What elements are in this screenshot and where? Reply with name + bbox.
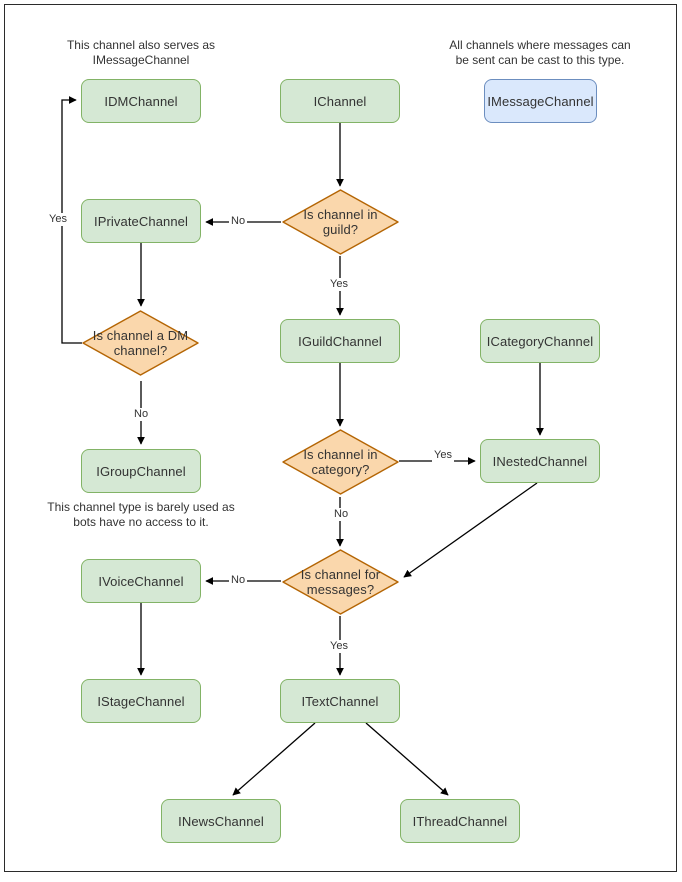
node-imessage-channel[interactable]: IMessageChannel xyxy=(484,79,597,123)
node-istage-channel[interactable]: IStageChannel xyxy=(81,679,201,723)
edge-label-guild-no: No xyxy=(229,215,248,228)
edge-itext-to-ithread xyxy=(365,722,449,796)
node-decision-is-channel-a-dm-channel[interactable]: Is channel a DM channel? xyxy=(82,310,199,376)
node-iprivate-channel[interactable]: IPrivateChannel xyxy=(81,199,201,243)
node-inews-channel[interactable]: INewsChannel xyxy=(161,799,281,843)
diamond-shape xyxy=(282,429,399,495)
node-idm-channel[interactable]: IDMChannel xyxy=(81,79,201,123)
edge-inested-to-messages-decision xyxy=(403,482,538,578)
note-idm-channel: This channel also serves as IMessageChan… xyxy=(66,38,216,67)
edge-label-dm-no: No xyxy=(132,408,151,421)
node-decision-is-channel-in-category[interactable]: Is channel in category? xyxy=(282,429,399,495)
diamond-shape xyxy=(282,189,399,255)
note-group-channel: This channel type is barely used as bots… xyxy=(47,500,235,529)
node-icategory-channel[interactable]: ICategoryChannel xyxy=(480,319,600,363)
node-ichannel[interactable]: IChannel xyxy=(280,79,400,123)
edge-itext-to-inews xyxy=(232,722,316,796)
decision-label: Is channel in category? xyxy=(303,447,378,477)
note-message-channel: All channels where messages can be sent … xyxy=(449,38,631,67)
node-inested-channel[interactable]: INestedChannel xyxy=(480,439,600,483)
decision-label: Is channel a DM channel? xyxy=(92,328,189,358)
decision-label: Is channel for messages? xyxy=(300,567,381,597)
edge-label-messages-yes: Yes xyxy=(328,640,350,653)
edge-label-category-no: No xyxy=(332,508,351,521)
node-decision-is-channel-in-guild[interactable]: Is channel in guild? xyxy=(282,189,399,255)
node-igroup-channel[interactable]: IGroupChannel xyxy=(81,449,201,493)
edge-label-category-yes: Yes xyxy=(432,449,454,462)
edge-label-guild-yes: Yes xyxy=(328,278,350,291)
node-decision-is-channel-for-messages[interactable]: Is channel for messages? xyxy=(282,549,399,615)
diamond-shape xyxy=(282,549,399,615)
edge-label-dm-yes: Yes xyxy=(47,213,69,226)
node-iguild-channel[interactable]: IGuildChannel xyxy=(280,319,400,363)
decision-label: Is channel in guild? xyxy=(303,207,378,237)
node-ithread-channel[interactable]: IThreadChannel xyxy=(400,799,520,843)
node-ivoice-channel[interactable]: IVoiceChannel xyxy=(81,559,201,603)
edge-label-messages-no: No xyxy=(229,574,248,587)
page-border xyxy=(4,4,677,872)
diamond-shape xyxy=(82,310,199,376)
node-itext-channel[interactable]: ITextChannel xyxy=(280,679,400,723)
